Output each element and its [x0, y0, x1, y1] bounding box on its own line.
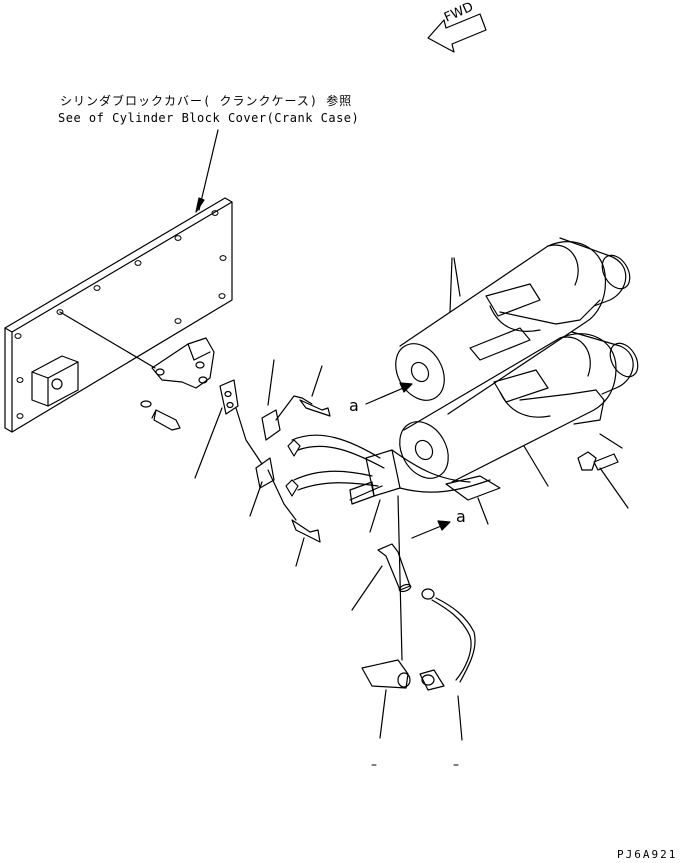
motor-mounting-bolt — [577, 433, 629, 509]
reference-note-english: See of Cylinder Block Cover(Crank Case) — [58, 111, 360, 125]
clip-left — [194, 379, 263, 479]
clip-bolt-upper — [299, 365, 331, 417]
reference-leader — [195, 129, 219, 213]
view-arrow-upper — [365, 382, 413, 405]
battery-cable — [419, 588, 476, 741]
view-arrow-lower — [411, 520, 451, 539]
mounting-bracket — [59, 311, 215, 389]
clip-lower — [249, 457, 297, 521]
clip-upper — [261, 359, 313, 441]
lower-boot — [361, 659, 411, 739]
starting-motor-lower — [399, 327, 639, 487]
harness-tags — [445, 475, 501, 525]
bracket-bolt — [140, 400, 181, 431]
starting-motor-upper — [395, 237, 631, 415]
reference-note-japanese: シリンダブロックカバー( クランクケース) 参照 — [60, 94, 353, 108]
clip-bolt-lower — [291, 519, 321, 567]
wiring-harness — [285, 434, 491, 661]
cable-boot — [351, 543, 412, 611]
drawing-code: PJ6A921 — [617, 848, 678, 861]
fwd-arrow-icon — [427, 13, 487, 53]
cylinder-block-cover-plate — [4, 197, 233, 433]
view-marker-lower: a — [456, 507, 466, 526]
view-marker-upper: a — [349, 396, 359, 415]
